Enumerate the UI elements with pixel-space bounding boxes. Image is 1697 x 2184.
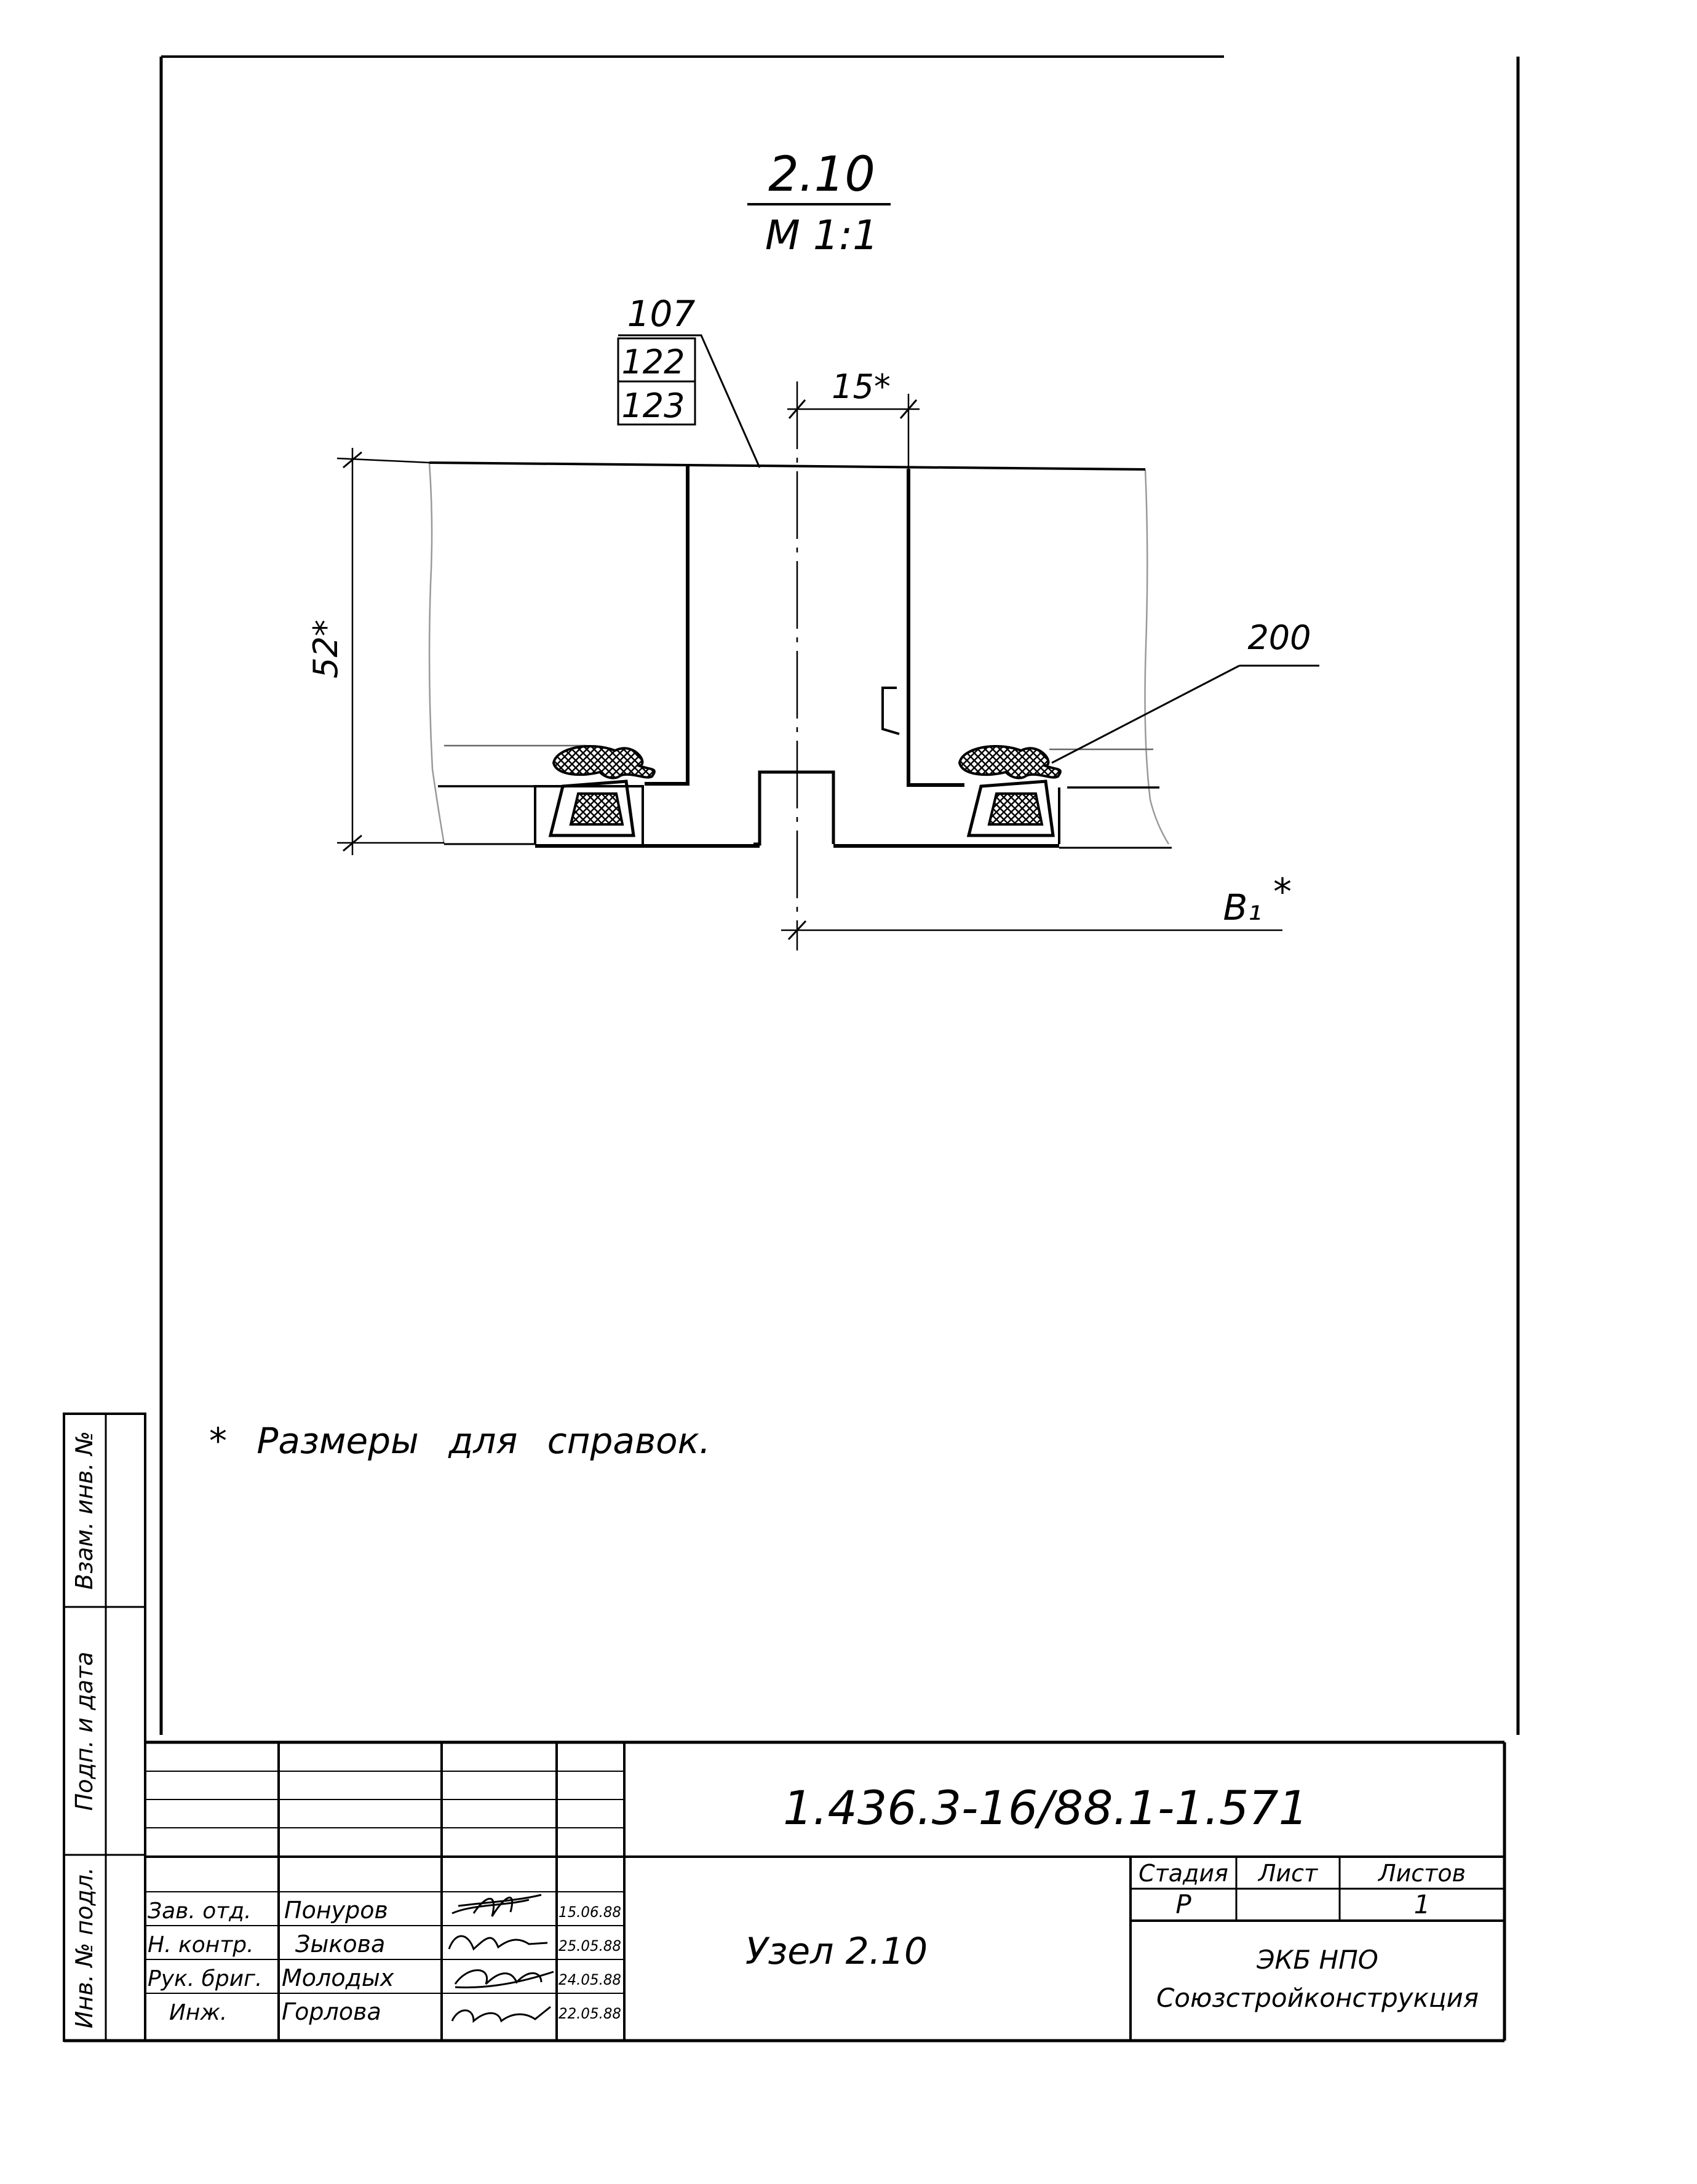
signature-3: [454, 1969, 554, 1988]
staff-name-3: Молодых: [282, 1964, 394, 1991]
dim-b1-label: B₁: [1223, 887, 1262, 928]
staff-date-2: 25.05.88: [558, 1937, 621, 1955]
drawing-title: Узел 2.10: [745, 1930, 928, 1973]
scale-label: М 1:1: [765, 212, 878, 259]
org-line-2: Союзстройконструкция: [1156, 1983, 1479, 2013]
sheet-header: Лист: [1257, 1860, 1319, 1887]
signature-1: [451, 1894, 542, 1917]
node-title: 2.10: [768, 147, 875, 202]
sheets-header: Листов: [1377, 1860, 1466, 1887]
leader-label-2: 122: [621, 343, 685, 381]
panel-section: [428, 461, 1172, 849]
dim-width-label: 15*: [832, 367, 891, 406]
seal-leader: 200: [1051, 618, 1319, 764]
side-label-inv: Инв. № подл.: [71, 1867, 98, 2028]
staff-name-1: Понуров: [284, 1897, 388, 1924]
staff-role-3: Рук. бриг.: [148, 1966, 262, 1991]
left-seal: [548, 744, 656, 837]
org-line-1: ЭКБ НПО: [1256, 1945, 1378, 1975]
staff-role-4: Инж.: [169, 2000, 227, 2025]
dimension-52: 52*: [306, 448, 444, 855]
staff-date-4: 22.05.88: [558, 2005, 621, 2022]
sheets-value: 1: [1414, 1889, 1431, 1919]
side-stamp: Взам. инв. № Подп. и дата Инв. № подл.: [63, 1413, 146, 2042]
dimension-b1: B₁ *: [781, 871, 1292, 941]
staff-name-4: Горлова: [282, 1998, 381, 2025]
staff-date-3: 24.05.88: [558, 1971, 621, 1988]
dim-b1-star: *: [1273, 871, 1292, 914]
staff-role-1: Зав. отд.: [148, 1899, 252, 1924]
dim-height-label: 52*: [306, 620, 345, 679]
leader-label-1: 107: [627, 293, 696, 335]
reference-note: * Размеры для справок.: [209, 1420, 710, 1462]
node-title-group: 2.10 М 1:1: [747, 147, 891, 259]
frame: [64, 55, 1520, 2043]
right-seal: [958, 744, 1062, 837]
title-block: 1.436.3-16/88.1-1.571 Узел 2.10 Стадия Л…: [144, 1742, 1504, 2041]
staff-date-1: 15.06.88: [558, 1903, 621, 1921]
signature-4: [451, 2006, 551, 2023]
seal-label: 200: [1247, 618, 1311, 657]
signature-2: [448, 1935, 548, 1951]
staff-name-2: Зыкова: [295, 1931, 385, 1958]
dimension-15: 15*: [787, 367, 920, 469]
signatures: [448, 1894, 554, 2023]
leader-labels: 107 122 123: [617, 293, 761, 468]
leader-label-3: 123: [621, 386, 685, 425]
doc-code: 1.436.3-16/88.1-1.571: [783, 1780, 1308, 1835]
side-label-vzam: Взам. инв. №: [71, 1431, 98, 1590]
stage-value: Р: [1175, 1889, 1191, 1919]
stage-header: Стадия: [1139, 1860, 1228, 1887]
staff-role-2: Н. контр.: [148, 1932, 254, 1958]
side-label-podp: Подп. и дата: [71, 1652, 98, 1811]
